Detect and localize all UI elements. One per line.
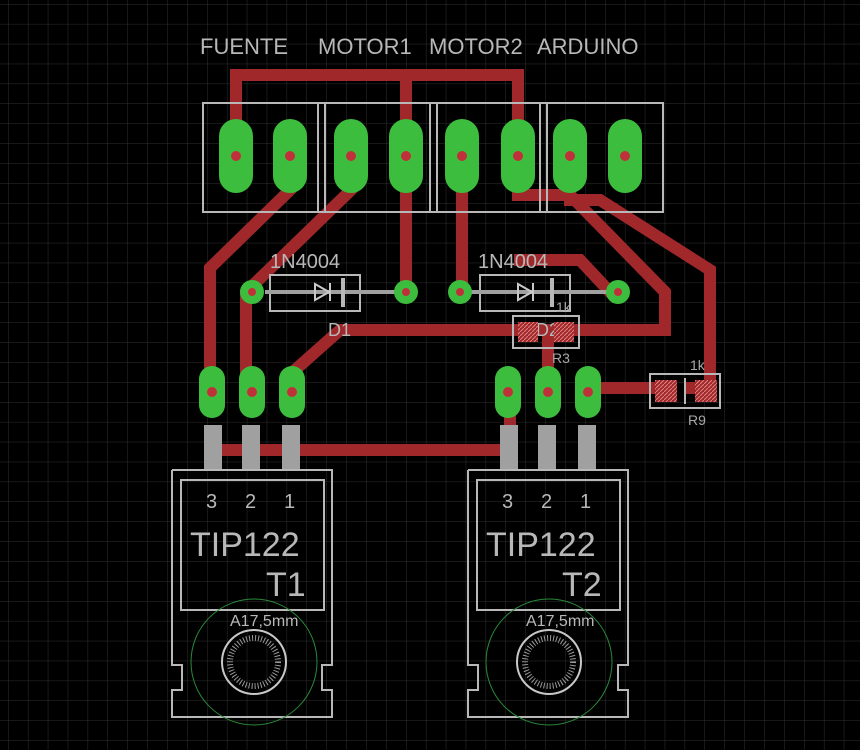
transistor-pad-3 — [279, 366, 305, 418]
transistor-pad-5 — [535, 366, 561, 418]
d2-value: 1N4004 — [478, 251, 548, 273]
d1-value: 1N4004 — [270, 251, 340, 273]
t2-pin2: 2 — [541, 491, 552, 513]
r3-name: R3 — [552, 350, 570, 366]
r3-value: 1k — [556, 299, 572, 315]
t1-name: T1 — [266, 566, 306, 604]
transistor-t1: 3 2 1 TIP122 T1 A17,5mm — [171, 425, 333, 726]
diode-d2: 1N4004 D2 — [448, 251, 630, 340]
connector-pad-5 — [445, 119, 479, 193]
label-motor2: MOTOR2 — [429, 34, 523, 59]
t2-name: T2 — [562, 566, 602, 604]
header-labels: FUENTE MOTOR1 MOTOR2 ARDUINO — [200, 34, 638, 59]
connector-pad-1 — [219, 119, 253, 193]
resistor-r9: 1k R9 — [649, 357, 721, 428]
connector-pad-7 — [553, 119, 587, 193]
transistor-pad-4 — [495, 366, 521, 418]
connector-outlines — [202, 102, 664, 213]
connector-pad-6 — [501, 119, 535, 193]
d2-name: D2 — [536, 320, 559, 340]
resistor-r3: 1k R3 — [512, 299, 580, 366]
connector-pad-8 — [608, 119, 642, 193]
t1-hole-label: A17,5mm — [230, 613, 298, 630]
label-motor1: MOTOR1 — [318, 34, 412, 59]
t1-pin3: 3 — [206, 491, 217, 513]
transistor-pad-1 — [199, 366, 225, 418]
trace-top-loop — [230, 69, 524, 164]
connector-pad-4 — [389, 119, 423, 193]
transistor-pads — [199, 366, 601, 418]
t2-pin1: 1 — [580, 491, 591, 513]
d1-name: D1 — [328, 320, 351, 340]
r9-name: R9 — [688, 412, 706, 428]
t1-pin1: 1 — [284, 491, 295, 513]
diode-d1: 1N4004 D1 — [240, 251, 418, 340]
t2-part: TIP122 — [486, 526, 596, 564]
t2-hole-label: A17,5mm — [526, 613, 594, 630]
t2-pin3: 3 — [502, 491, 513, 513]
transistor-pad-2 — [239, 366, 265, 418]
transistor-pad-6 — [575, 366, 601, 418]
label-arduino: ARDUINO — [537, 34, 638, 59]
r9-value: 1k — [690, 357, 706, 373]
transistor-t2: 3 2 1 TIP122 T2 A17,5mm — [467, 425, 629, 726]
label-fuente: FUENTE — [200, 34, 288, 59]
connector-pad-3 — [334, 119, 368, 193]
connector-pad-2 — [273, 119, 307, 193]
t1-pin2: 2 — [245, 491, 256, 513]
connector-pads — [219, 119, 642, 193]
t1-part: TIP122 — [190, 526, 300, 564]
